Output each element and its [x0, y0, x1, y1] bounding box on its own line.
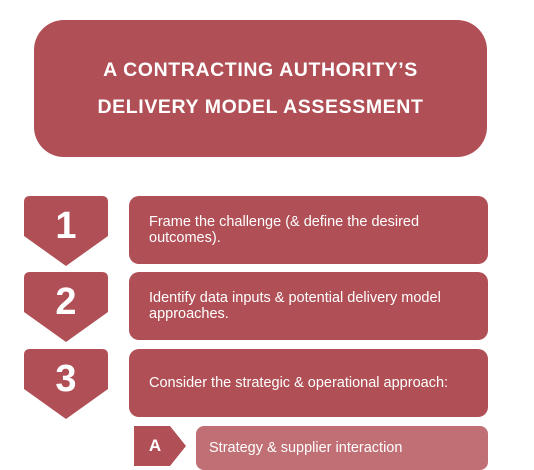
step-1-box: Frame the challenge (& define the desire… — [129, 196, 488, 264]
step-2-number: 2 — [55, 281, 77, 323]
step-3-chevron-shape — [24, 349, 108, 419]
substep-a-text: Strategy & supplier interaction — [209, 440, 403, 456]
step-1-text: Frame the challenge (& define the desire… — [149, 214, 420, 246]
title-line-1: A CONTRACTING AUTHORITY’S — [103, 58, 418, 81]
title-line-2: DELIVERY MODEL ASSESSMENT — [97, 95, 424, 118]
step-3-chevron: 3 — [24, 349, 108, 419]
step-2-chevron: 2 — [24, 272, 108, 342]
substep-a-box: Strategy & supplier interaction — [196, 426, 488, 470]
step-3-number: 3 — [55, 358, 77, 400]
step-3-text: Consider the strategic & operational app… — [149, 375, 449, 391]
title-banner: A CONTRACTING AUTHORITY’S DELIVERY MODEL… — [34, 20, 487, 157]
substep-a-chevron: A — [134, 426, 186, 466]
substep-a-letter: A — [148, 436, 162, 455]
substep-a-chevron-shape — [134, 426, 186, 466]
step-1-chevron-shape — [24, 196, 108, 266]
step-2-box: Identify data inputs & potential deliver… — [129, 272, 488, 340]
step-1-number: 1 — [55, 205, 77, 247]
step-1-chevron: 1 — [24, 196, 108, 266]
step-2-chevron-shape — [24, 272, 108, 342]
step-3-box: Consider the strategic & operational app… — [129, 349, 488, 417]
step-2-text: Identify data inputs & potential deliver… — [149, 290, 441, 322]
